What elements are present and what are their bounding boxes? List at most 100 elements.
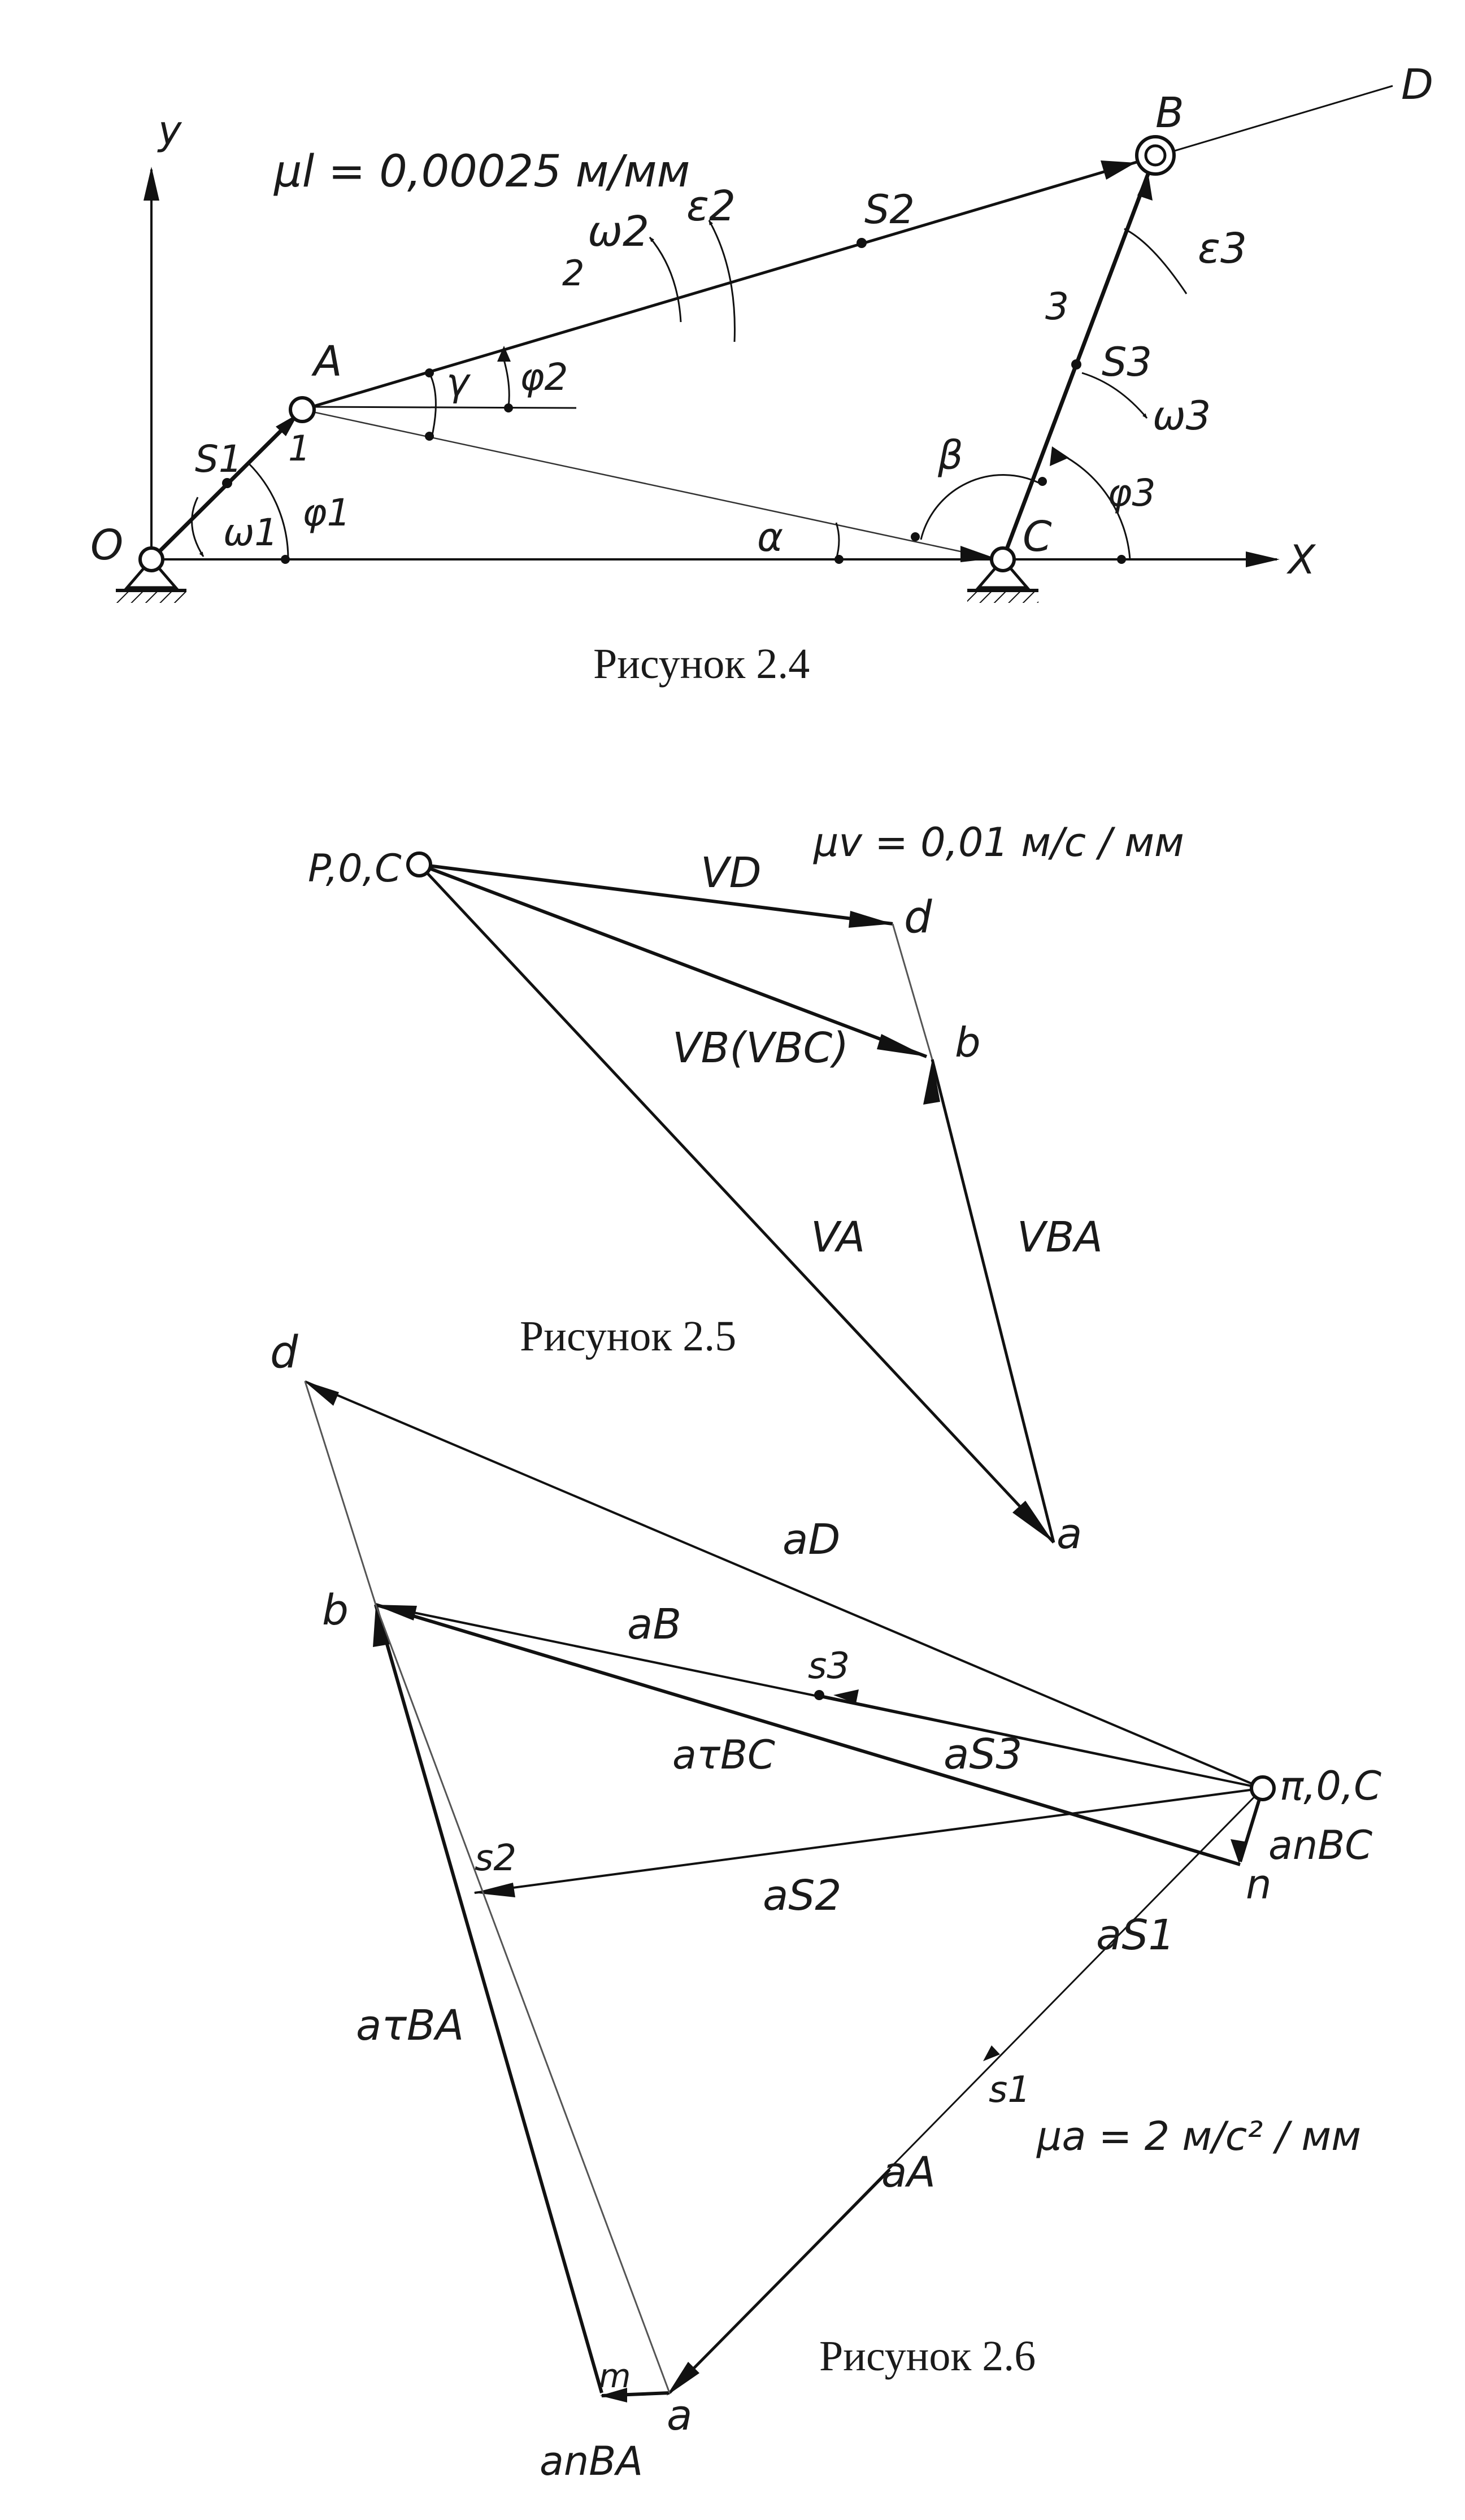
phi2-reference-line: [302, 406, 577, 409]
figure-2-6-caption: Рисунок 2.6: [819, 2332, 1036, 2380]
vb-label: VB(VBC): [672, 1024, 849, 1072]
dot-phi2: [504, 403, 513, 412]
segment-ba: [375, 1604, 671, 2393]
epsilon2-label: ε2: [686, 182, 736, 231]
dot-x-axis-2: [834, 555, 844, 564]
s3-dot: [814, 1690, 824, 1700]
line-ac-arrow: [960, 546, 995, 562]
support-o: [116, 546, 186, 603]
ad-label: aD: [783, 1515, 840, 1564]
vector-ad: [305, 1380, 1263, 1789]
point-m-label: m: [599, 2357, 631, 2395]
vector-as2: [474, 1787, 1263, 1894]
s2-dot: [857, 238, 867, 248]
y-axis-arrow: [144, 167, 159, 201]
s2-label: S2: [864, 186, 915, 233]
figure-2-5-caption: Рисунок 2.5: [520, 1313, 736, 1360]
gamma-label: γ: [446, 360, 471, 405]
s1-dot: [222, 478, 232, 488]
aba-n-label: anBA: [540, 2438, 643, 2484]
joint-b-inner: [1144, 144, 1167, 167]
ab-label: aB: [627, 1600, 681, 1649]
scale-mu-v: μv = 0,01 м/с / мм: [813, 819, 1184, 866]
figure-2-4-mechanism: y X μl = 0,00025 м/мм O A B C D 1 2 3 S1…: [90, 60, 1433, 688]
dot-link3: [1038, 477, 1047, 486]
joint-o: [138, 546, 164, 572]
epsilon2-arrow: [708, 220, 736, 342]
vector-as1-arrowhead: [983, 2045, 1000, 2061]
vba-label: VBA: [1017, 1213, 1103, 1262]
vector-vba: [931, 1059, 1055, 1543]
dot-ab-1: [425, 368, 434, 377]
phi2-arrow: [497, 346, 511, 362]
link-2-arrow: [1101, 160, 1136, 180]
omega3-arrow: [1081, 372, 1148, 419]
omega1-arrow: [191, 497, 205, 557]
vector-vb: [418, 863, 928, 1058]
dot-x-axis-1: [281, 555, 290, 564]
point-b-label: b: [955, 1019, 981, 1066]
dot-x-axis-3: [911, 532, 920, 541]
figure-2-4-caption: Рисунок 2.4: [593, 640, 810, 688]
figure-2-5-velocity-plan: P,0,C μv = 0,01 м/с / мм d b a VD VB(VBC…: [308, 819, 1184, 1558]
phi1-arc: [247, 462, 289, 560]
link-3-arrow: [1137, 172, 1153, 201]
link-2-ab: [302, 157, 1150, 411]
link-1-label: 1: [288, 428, 310, 469]
dot-ac-1: [425, 432, 434, 441]
point-a-label: a: [1057, 1510, 1082, 1558]
as3-label: aS3: [944, 1730, 1022, 1779]
scale-mu-l: μl = 0,00025 м/мм: [273, 146, 690, 197]
epsilon3-label: ε3: [1198, 224, 1247, 273]
phi3-label: φ3: [1107, 471, 1156, 515]
vector-vba-arrowhead: [923, 1059, 940, 1105]
vector-as3: [819, 1694, 1263, 1789]
point-b-label: B: [1155, 89, 1184, 137]
link-2-label: 2: [562, 253, 584, 294]
line-ac: [302, 409, 998, 561]
omega2-label: ω2: [588, 207, 649, 256]
joint-c: [990, 546, 1016, 572]
x-axis-arrow: [1246, 551, 1280, 567]
scale-mu-a: μa = 2 м/с² / мм: [1036, 2113, 1361, 2160]
vector-va-arrowhead: [1012, 1501, 1054, 1543]
vector-aa: [668, 2169, 891, 2394]
support-c: [967, 546, 1038, 603]
aba-t-label: aτBA: [356, 2001, 464, 2050]
point-a-label: a: [667, 2391, 692, 2440]
point-d-label: d: [904, 892, 932, 943]
link-3-label: 3: [1045, 285, 1069, 328]
vector-vd: [419, 863, 893, 926]
vector-aba-n-arrowhead: [600, 2388, 627, 2402]
as2-label: aS2: [763, 1871, 841, 1920]
point-d-label: D: [1401, 60, 1433, 109]
axis-x-label: X: [1286, 537, 1316, 583]
as1-label: aS1: [1096, 1911, 1175, 1959]
va-label: VA: [811, 1213, 865, 1262]
point-a-label: A: [311, 337, 342, 386]
figure-2-6-acceleration-plan: π,0,C d b s3 s2 n s1 a m aD aB aτBC aS3 …: [270, 1327, 1381, 2484]
aa-label: aA: [881, 2148, 936, 2197]
dot-x-axis-4: [1117, 555, 1126, 564]
omega3-label: ω3: [1153, 393, 1211, 439]
pole-pi: [1250, 1775, 1276, 1801]
segment-db: [892, 923, 933, 1060]
vector-vb-arrowhead: [877, 1034, 927, 1057]
vector-va: [418, 863, 1055, 1544]
gamma-arc: [428, 372, 437, 436]
phi2-label: φ2: [520, 355, 568, 399]
pole-p-label: P,0,C: [308, 846, 402, 891]
point-d-label: d: [270, 1327, 298, 1378]
alpha-arc: [835, 522, 840, 560]
segment-bd: [304, 1381, 377, 1605]
point-c-label: C: [1023, 512, 1052, 561]
abc-t-label: aτBC: [672, 1732, 775, 1778]
phi1-label: φ1: [302, 491, 351, 535]
point-n-label: n: [1246, 1861, 1272, 1908]
beta-label: β: [937, 432, 963, 479]
abc-n-label: anBC: [1268, 1822, 1372, 1869]
vector-abc-t: [375, 1603, 1241, 1866]
point-s3-label: s3: [808, 1645, 850, 1687]
